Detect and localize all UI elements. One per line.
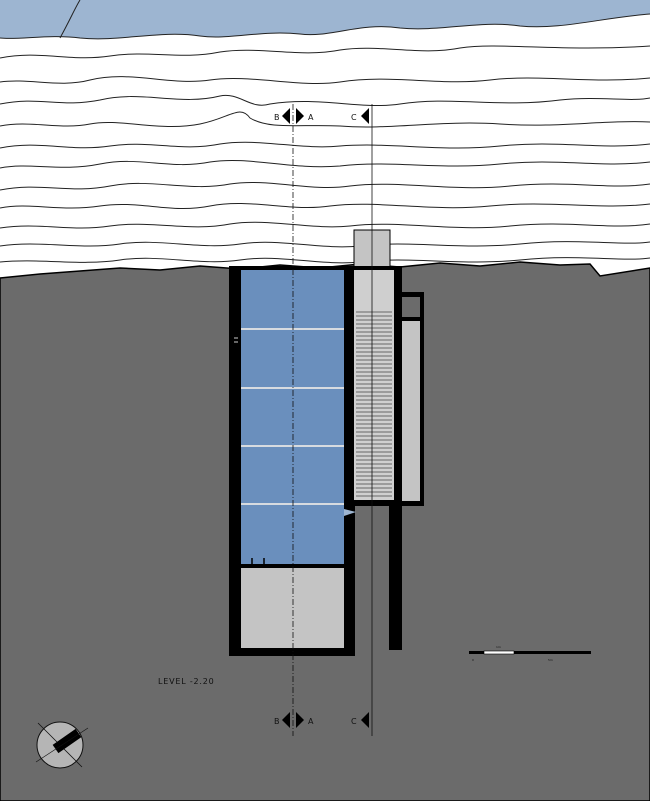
section-marker-bottom-ba: B A — [274, 712, 314, 728]
section-arrow-icon — [282, 712, 290, 728]
scale-tick-right: 5m — [548, 658, 553, 662]
inlet-arrow-icon — [344, 509, 356, 516]
stair-treads — [356, 311, 392, 497]
section-label-b-bottom: B — [274, 717, 280, 726]
sky-region — [0, 0, 650, 39]
pool-division-lines — [241, 328, 344, 505]
section-marker-bottom-c: C — [351, 712, 369, 728]
ridge-line — [59, 0, 81, 39]
section-label-b: B — [274, 113, 280, 122]
section-arrow-icon — [361, 108, 369, 124]
wall-marks — [234, 337, 238, 343]
section-label-a: A — [308, 113, 314, 122]
side-shaft-top — [402, 297, 420, 317]
section-arrow-icon — [296, 712, 304, 728]
section-label-c-bottom: C — [351, 717, 357, 726]
stair-shaft-interior — [354, 270, 394, 500]
section-label-c: C — [351, 113, 357, 122]
section-lines — [292, 104, 373, 736]
section-arrow-icon — [361, 712, 369, 728]
section-marker-top-c: C — [351, 108, 369, 124]
sky-edge — [0, 13, 650, 40]
section-arrow-icon — [296, 108, 304, 124]
section-marker-top-ba: B A — [274, 108, 314, 124]
scale-tick-left: 0 — [472, 658, 474, 662]
section-label-a-bottom: A — [308, 717, 314, 726]
level-label: LEVEL -2.20 — [158, 677, 215, 686]
north-arrow-icon — [35, 721, 89, 769]
scale-bar: 0 1m 5m — [469, 645, 591, 662]
side-shaft-interior — [402, 321, 420, 501]
scale-tick-mid: 1m — [496, 645, 501, 649]
drain-marks — [251, 558, 265, 564]
contour-lines — [0, 45, 650, 264]
lower-room — [241, 568, 344, 648]
pool-water — [241, 270, 344, 564]
lift-column — [389, 500, 402, 650]
section-arrow-icon — [282, 108, 290, 124]
